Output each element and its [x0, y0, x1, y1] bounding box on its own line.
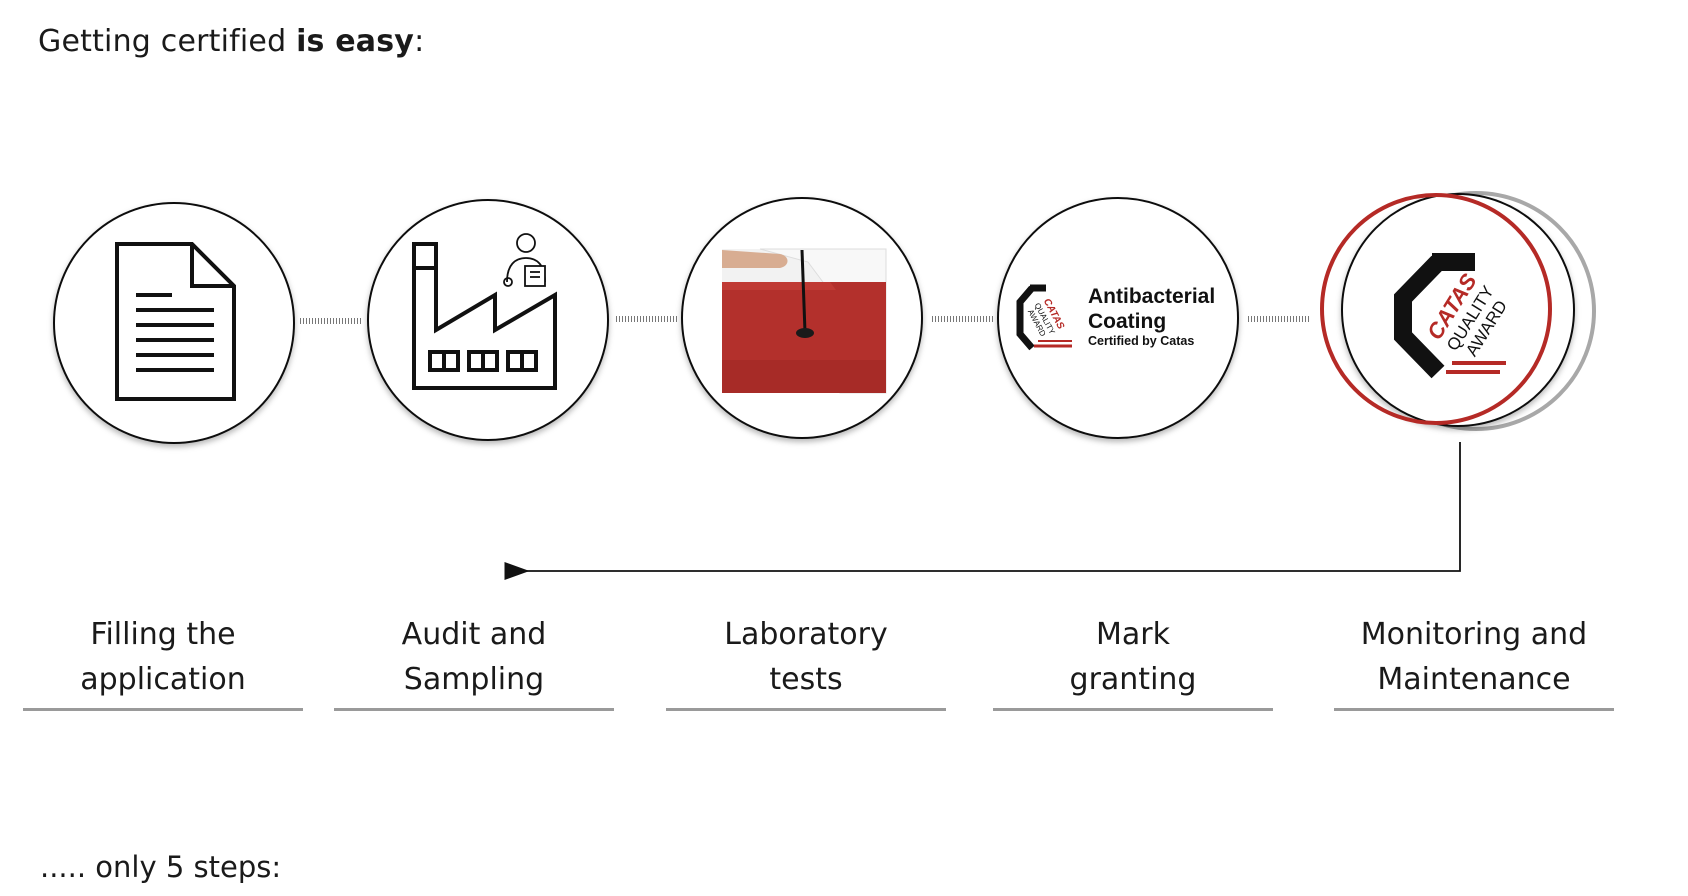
- antibacterial-mark-logo: CATAS QUALITY AWARD Antibacterial Coatin…: [1016, 284, 1215, 351]
- step-underline-4: [993, 708, 1273, 711]
- footer-note: ..... only 5 steps:: [40, 850, 282, 884]
- mark-title-line2: Coating: [1088, 310, 1166, 333]
- step-circle-3: [681, 197, 923, 439]
- feedback-arrow: [504, 442, 1461, 580]
- lab-test-photo: [722, 248, 887, 394]
- heading-emphasis: is easy: [296, 24, 415, 59]
- step-underline-5: [1334, 708, 1614, 711]
- step-circle-2: [367, 199, 609, 441]
- step-underline-1: [23, 708, 303, 711]
- step-underline-3: [666, 708, 946, 711]
- step-circle-1: [53, 202, 295, 444]
- step-underline-2: [334, 708, 614, 711]
- factory-icon: [412, 242, 557, 390]
- mark-subtitle: Certified by Catas: [1088, 334, 1194, 348]
- step-circle-4: CATAS QUALITY AWARD Antibacterial Coatin…: [997, 197, 1239, 439]
- worker-icon: [503, 233, 546, 287]
- mark-title-line1: Antibacterial: [1088, 285, 1215, 308]
- document-icon: [115, 242, 236, 401]
- page-heading: Getting certified is easy:: [38, 24, 425, 59]
- step-circle-5: CATAS QUALITY AWARD: [1320, 191, 1596, 431]
